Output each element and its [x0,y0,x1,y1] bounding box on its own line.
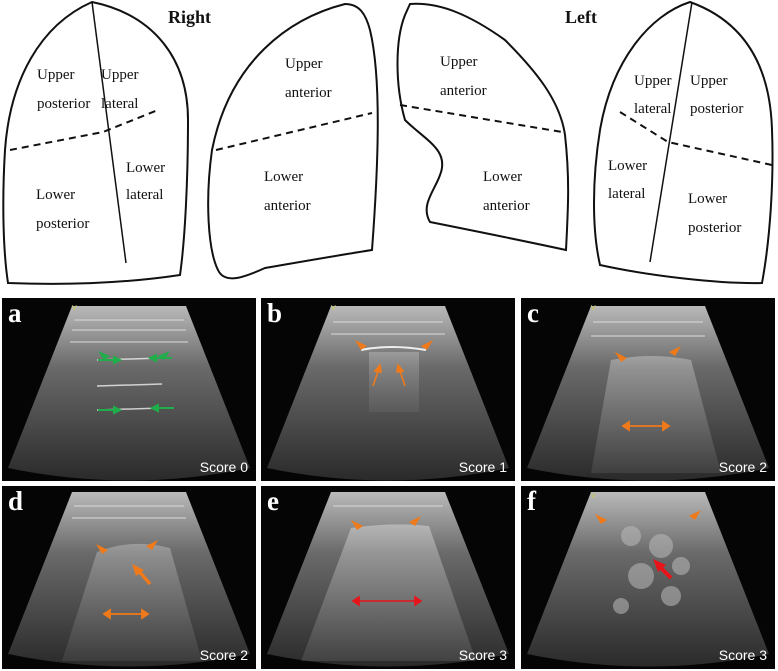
left-lower-posterior-1: Lower [688,191,727,207]
score-label-e: Score 3 [458,647,507,663]
left-upper-lateral-1: Upper [634,73,672,89]
left-side-label: Left [565,7,597,27]
ultrasound-panel-e: e Score 3 [261,486,515,669]
ultrasound-panel-b: V b Score 1 [261,298,515,481]
left-lower-posterior-2: posterior [688,220,741,236]
ultrasound-image-d [8,492,250,667]
right-upper-posterior-1: Upper [37,67,75,83]
left-upper-lateral-2: lateral [634,101,671,117]
right-upper-anterior-2: anterior [285,85,332,101]
score-label-a: Score 0 [199,459,248,475]
right-lung-anterior-outline [207,2,379,280]
right-lower-anterior-1: Lower [264,169,303,185]
score-label-d: Score 2 [199,647,248,663]
ultrasound-image-b: V [267,305,509,481]
right-lower-posterior-1: Lower [36,187,75,203]
left-lower-lateral-2: lateral [608,186,645,202]
ultrasound-panel-a: V a Score 0 [2,298,256,481]
panel-label-b: b [267,298,283,328]
svg-text:V: V [72,305,77,312]
left-lung-lateral-outline [593,0,774,285]
right-upper-lateral-2: lateral [101,96,138,112]
lung-region-diagram: Right Left Upper posterior Upper lateral… [2,0,774,285]
score-label-f: Score 3 [718,647,767,663]
panel-label-a: a [8,298,22,328]
svg-text:V: V [591,305,596,312]
panel-label-f: f [527,486,536,516]
right-lower-posterior-2: posterior [36,216,89,232]
ultrasound-panel-d: d Score 2 [2,486,256,669]
left-lower-lateral-1: Lower [608,158,647,174]
right-lung-lateral-outline [2,0,190,285]
right-upper-lateral-1: Upper [101,67,139,83]
ultrasound-panel-c: V c Score 2 [521,298,775,481]
panel-label-c: c [527,298,539,328]
left-lower-anterior-2: anterior [483,198,530,214]
ultrasound-panel-f: V f Score 3 [521,486,775,669]
left-lower-anterior-1: Lower [483,169,522,185]
panel-label-e: e [267,486,279,516]
left-upper-posterior-2: posterior [690,101,743,117]
right-lower-lateral-2: lateral [126,187,163,203]
ultrasound-image-c: V [527,305,769,481]
left-upper-posterior-1: Upper [690,73,728,89]
ultrasound-image-a: V [8,305,250,481]
score-label-c: Score 2 [718,459,767,475]
svg-text:V: V [591,493,596,500]
left-upper-anterior-2: anterior [440,83,487,99]
right-side-label: Right [168,7,211,27]
panel-label-d: d [8,486,24,516]
left-upper-anterior-1: Upper [440,54,478,70]
ultrasound-image-e [267,492,509,667]
right-upper-anterior-1: Upper [285,56,323,72]
right-lower-lateral-1: Lower [126,160,165,176]
ultrasound-image-f: V [527,492,769,667]
score-label-b: Score 1 [458,459,507,475]
left-lung-anterior-outline [396,2,570,252]
svg-text:V: V [331,305,336,312]
right-lower-anterior-2: anterior [264,198,311,214]
right-upper-posterior-2: posterior [37,96,90,112]
